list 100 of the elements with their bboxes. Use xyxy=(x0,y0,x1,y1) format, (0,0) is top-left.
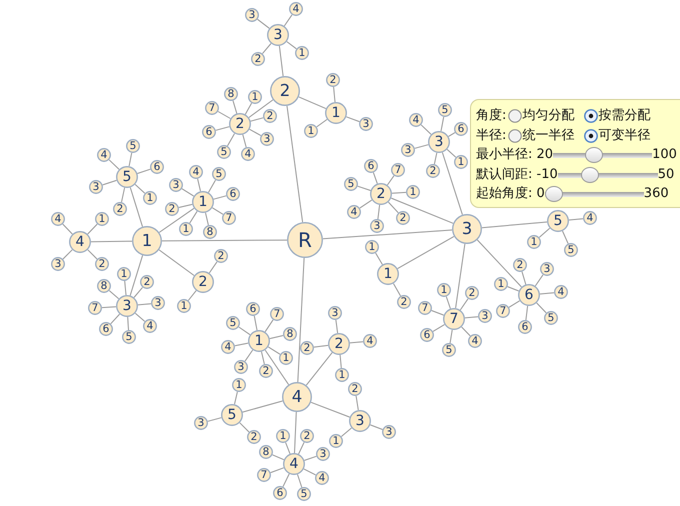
node-circle: 7 xyxy=(88,301,102,315)
connector-line xyxy=(460,298,468,310)
node-circle: 1 xyxy=(279,351,293,365)
connector-line xyxy=(248,99,274,118)
connector-line xyxy=(476,239,522,288)
connector-line xyxy=(232,100,238,114)
node-circle: 3 xyxy=(260,132,274,146)
connector-line xyxy=(218,111,231,119)
connector-line xyxy=(134,312,146,322)
connector-line xyxy=(261,351,265,365)
slider-max-label: 100 xyxy=(652,147,677,163)
connector-line xyxy=(303,468,316,476)
node-circle: 3 xyxy=(89,180,103,194)
node-circle: 7 xyxy=(418,301,432,315)
connector-line xyxy=(431,310,444,316)
node-circle: 8 xyxy=(97,279,111,293)
connector-line xyxy=(278,45,284,77)
node-circle: 2 xyxy=(259,364,273,378)
node-circle: 5 xyxy=(547,210,569,232)
connector-line xyxy=(244,102,252,115)
connector-line xyxy=(340,354,342,368)
connector-line xyxy=(254,315,258,331)
connector-line xyxy=(62,249,73,260)
connector-line xyxy=(316,118,328,128)
root-node: R xyxy=(287,222,323,258)
connector-line xyxy=(390,198,454,224)
node-circle: 2 xyxy=(396,211,410,225)
node-circle: 1 xyxy=(276,429,290,443)
node-circle: 1 xyxy=(329,434,343,448)
connector-line xyxy=(197,178,201,192)
connector-line xyxy=(178,204,193,208)
connector-line xyxy=(127,316,129,330)
node-circle: 3 xyxy=(382,425,396,439)
connector-line xyxy=(448,132,456,137)
node-circle: 1 xyxy=(335,368,349,382)
connector-line xyxy=(434,152,438,165)
node-circle: 4 xyxy=(363,334,377,348)
node-circle: 4 xyxy=(143,319,157,333)
node-circle: 5 xyxy=(344,177,358,191)
node-circle: 3 xyxy=(234,360,248,374)
connector-line xyxy=(87,224,98,235)
option-label: 均匀分配 xyxy=(522,108,574,124)
connector-line xyxy=(420,124,432,135)
connector-line xyxy=(455,243,466,309)
slider-max-label: 360 xyxy=(644,186,669,202)
node-circle: 4 xyxy=(409,113,423,127)
node-circle: 1 xyxy=(325,102,347,124)
connector-line xyxy=(568,218,584,220)
connector-line xyxy=(306,352,333,386)
node-circle: 1 xyxy=(132,226,162,256)
connector-line xyxy=(137,303,152,306)
node-circle: 4 xyxy=(69,231,91,253)
node-circle: 8 xyxy=(203,225,217,239)
node-circle: 4 xyxy=(583,211,597,225)
node-circle: 2 xyxy=(113,202,127,216)
node-circle: 2 xyxy=(192,271,214,293)
node-circle: 6 xyxy=(518,284,540,306)
node-circle: 3 xyxy=(349,410,371,432)
node-circle: 4 xyxy=(554,285,568,299)
node-circle: 7 xyxy=(443,308,465,330)
node-circle: 8 xyxy=(224,87,238,101)
connector-line xyxy=(264,350,290,386)
node-circle: 3 xyxy=(151,296,165,310)
node-circle: 7 xyxy=(205,101,219,115)
node-circle: 3 xyxy=(51,257,65,271)
connector-line xyxy=(562,230,569,244)
connector-line xyxy=(102,306,116,308)
node-circle: 6 xyxy=(202,125,216,139)
connector-line xyxy=(534,274,544,286)
connector-line xyxy=(464,316,478,318)
node-circle: 1 xyxy=(527,235,541,249)
connector-line xyxy=(181,188,194,197)
node-circle: 1 xyxy=(437,283,451,297)
node-circle: 4 xyxy=(241,147,255,161)
node-circle: 5 xyxy=(212,167,226,181)
connector-line xyxy=(446,148,456,158)
connector-line xyxy=(130,254,144,296)
node-circle: 3 xyxy=(401,143,415,157)
node-circle: 2 xyxy=(465,286,479,300)
node-circle: 3 xyxy=(169,178,183,192)
connector-line xyxy=(507,286,520,292)
connector-line xyxy=(136,168,151,174)
node-circle: 1 xyxy=(179,222,193,236)
node-circle: 4 xyxy=(189,165,203,179)
connector-line xyxy=(130,187,143,228)
connector-line xyxy=(297,258,305,382)
node-circle: 8 xyxy=(259,445,273,459)
connector-line xyxy=(158,208,194,233)
node-circle: 6 xyxy=(273,486,287,500)
control-panel xyxy=(470,99,680,208)
node-circle: 2 xyxy=(95,257,109,271)
connector-line xyxy=(205,212,209,226)
connector-line xyxy=(272,454,284,460)
connector-line xyxy=(538,228,550,238)
connector-line xyxy=(227,133,235,146)
connector-line xyxy=(450,329,453,344)
connector-line xyxy=(250,117,264,122)
node-circle: 5 xyxy=(116,166,138,188)
connector-line xyxy=(208,180,216,193)
node-circle: 4 xyxy=(221,340,235,354)
